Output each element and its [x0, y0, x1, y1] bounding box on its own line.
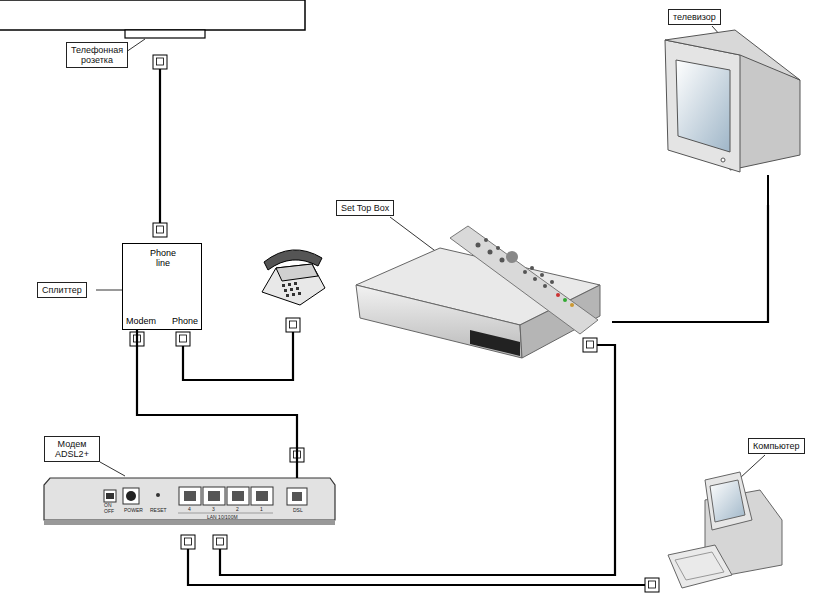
jack [181, 535, 195, 549]
leader-line [126, 39, 145, 52]
callout-box: Set Top Box [336, 200, 394, 216]
port-label: LAN 10/100M [207, 515, 238, 520]
callout-text: телевизор [673, 12, 716, 22]
port-label: POWER [124, 508, 143, 513]
callout-box: Модем ADSL2+ [44, 436, 100, 462]
television [665, 30, 800, 205]
modem-panel: ONOFF POWER RESET 4 3 2 1LAN 10/100M DSL [44, 472, 335, 524]
adsl-modem [44, 478, 335, 525]
set-top-box [356, 226, 600, 358]
callout-text: Сплиттер [42, 285, 82, 295]
port-label: Modem [126, 316, 156, 326]
callout-text: Set Top Box [341, 203, 389, 213]
computer [668, 472, 782, 588]
callout-text: Компьютер [753, 441, 800, 451]
callout-box: телевизор [668, 9, 721, 25]
port-label: DSL [293, 508, 303, 513]
jack [153, 223, 167, 237]
telephone [262, 250, 325, 305]
port-label: ON [104, 503, 112, 508]
port-label: RESET [150, 508, 167, 513]
cable [137, 330, 297, 478]
port-label: Phone [172, 316, 198, 326]
callout-text: Телефонная розетка [71, 45, 123, 65]
callout-box: Сплиттер [37, 282, 87, 298]
port-label: 3 [212, 507, 215, 512]
port-label: OFF [104, 509, 114, 514]
port-label: Phone line [143, 248, 183, 268]
wall-socket [125, 30, 205, 38]
wall [0, 0, 305, 30]
jack [286, 318, 300, 332]
jack [583, 338, 597, 352]
callout-box: Компьютер [748, 438, 805, 454]
callout-text: Модем ADSL2+ [49, 439, 95, 459]
jack [213, 535, 227, 549]
port-label: 2 [236, 507, 239, 512]
jack [645, 578, 659, 592]
splitter-box: Phone lineModem Phone [122, 243, 202, 330]
port-label: 1 [260, 507, 263, 512]
port-label: 4 [188, 507, 191, 512]
jack [176, 332, 190, 346]
leader-lines [96, 26, 765, 478]
jack [153, 55, 167, 69]
callout-box: Телефонная розетка [66, 42, 128, 68]
